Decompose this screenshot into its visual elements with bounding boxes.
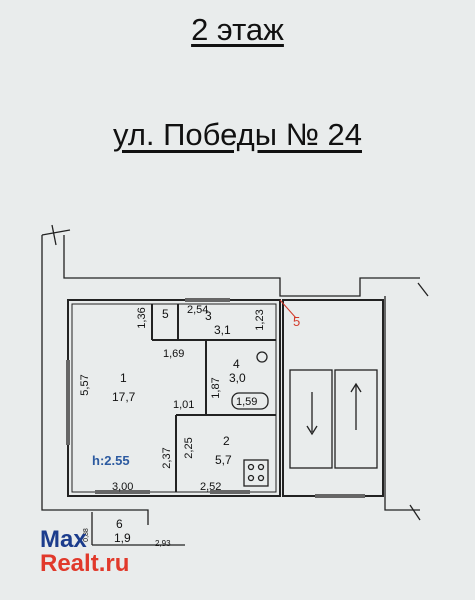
dim-left-height: 5,57 — [79, 374, 91, 395]
break-mark-top-left — [51, 224, 57, 246]
break-mark-bottom-right — [409, 504, 421, 521]
watermark-max: Max — [40, 526, 87, 553]
dim-corridor-width: 1,69 — [163, 348, 184, 360]
outer-wall-top — [63, 235, 420, 297]
sink — [256, 351, 268, 363]
stairwell-outline — [282, 299, 384, 497]
dim-room5-height: 1,36 — [136, 307, 148, 328]
dim-balcony-depth: 0,88 — [83, 528, 90, 542]
bathtub — [231, 392, 269, 410]
room-3-number: 3 — [205, 309, 212, 323]
room-2-area: 5,7 — [215, 453, 232, 467]
stair-marker: 5 — [293, 314, 300, 329]
room-1-number: 1 — [120, 371, 127, 385]
break-line-top-left — [41, 229, 71, 236]
outer-wall-right — [384, 296, 420, 511]
stair-arrow-down-head — [306, 425, 318, 436]
dim-room3-width: 2,54 — [187, 304, 208, 316]
apartment-inner-outline — [71, 303, 277, 493]
dim-room2-height: 2,25 — [183, 437, 195, 458]
room-4-area: 3,0 — [229, 371, 246, 385]
ceiling-height-note: h:2.55 — [92, 453, 130, 468]
dim-room4-height: 1,87 — [210, 377, 222, 398]
room-4-number: 4 — [233, 357, 240, 371]
address-title: ул. Победы № 24 — [113, 117, 362, 152]
floor-title: 2 этаж — [191, 12, 284, 47]
dim-room3-height: 1,23 — [254, 309, 266, 330]
dim-room2-width: 2,52 — [200, 481, 221, 493]
stair-flight-left — [289, 369, 333, 469]
dim-corridor-gap: 1,01 — [173, 399, 194, 411]
outer-wall-left — [41, 235, 149, 525]
room-5-number: 5 — [162, 307, 169, 321]
burner-4 — [257, 474, 265, 482]
room-1-area: 17,7 — [112, 390, 136, 404]
dim-balcony-length: 2,93 — [155, 539, 171, 548]
stair-arrow-up-head — [350, 382, 362, 393]
break-mark-right — [417, 282, 429, 297]
dim-corridor-height: 2,37 — [161, 447, 173, 468]
watermark-realt: Realt.ru — [40, 550, 130, 577]
burner-2 — [257, 463, 265, 471]
room-3-area: 3,1 — [214, 323, 231, 337]
stair-marker-leader — [279, 299, 297, 319]
room-6-area: 1,9 — [114, 531, 131, 545]
stove — [243, 459, 269, 487]
dim-room1-width: 3,00 — [112, 481, 133, 493]
room-6-number: 6 — [116, 517, 123, 531]
dim-bath-length: 1,59 — [236, 396, 257, 408]
stair-flight-right — [334, 369, 378, 469]
room-2-number: 2 — [223, 434, 230, 448]
burner-3 — [247, 474, 255, 482]
burner-1 — [247, 463, 255, 471]
